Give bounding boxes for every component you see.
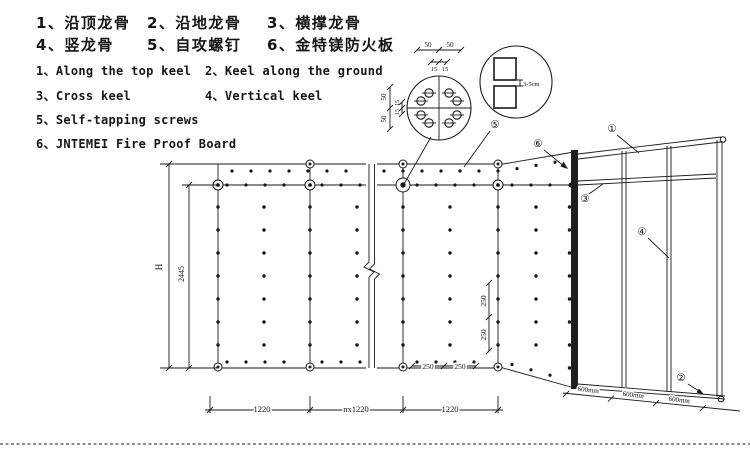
front-view-panel — [212, 152, 574, 388]
dim-height-value: 2445 — [177, 266, 186, 282]
leader-callout-4 — [647, 237, 670, 259]
board-section-lower — [493, 85, 517, 109]
cross-keel — [577, 173, 717, 186]
dim-50-left-1: 50 — [380, 93, 388, 101]
keel-intersection-markers — [212, 159, 574, 372]
dim-gap-label: 3-5cm — [523, 81, 540, 88]
panel-bottom-edge — [218, 367, 572, 388]
break-line-right — [368, 164, 381, 368]
leader-arrow-2 — [696, 388, 704, 395]
detail-screw-spacing: 50 50 15 15 50 50 15 15 — [380, 41, 472, 141]
side-view-frame: 600mm 600mm 600mm — [562, 136, 741, 412]
dim-50-top-1: 50 — [425, 41, 433, 49]
leader-detail-screws — [403, 136, 432, 185]
dim-600-2: 600mm — [622, 390, 645, 400]
dim-50-left-2: 50 — [380, 115, 388, 123]
legend-cn-item-3: 3、横撑龙骨 — [267, 14, 362, 32]
callout-ground-keel: ② — [676, 372, 686, 384]
leader-lines — [403, 130, 704, 395]
detail-cross-lines — [407, 76, 471, 140]
gap-dim-marks — [517, 79, 523, 87]
dim-15-top-1: 15 — [431, 66, 438, 73]
callout-vertical-keel: ④ — [637, 226, 647, 238]
front-view-dimensions: H 2445 1220 nx1220 1220 250 250 250 250 — [154, 46, 707, 416]
legend-cn-item-5: 5、自攻螺钉 — [147, 36, 242, 54]
dim-width-2: nx1220 — [343, 404, 369, 414]
dim-height-label: H — [154, 263, 164, 270]
dim-250-v2: 250 — [479, 329, 488, 341]
dim-width-1: 1220 — [254, 404, 271, 414]
legend-en-item-1: 1、Along the top keel — [36, 64, 192, 78]
dim-250-h1: 250 — [422, 362, 434, 371]
legend-en-item-5: 5、Self-tapping screws — [36, 113, 199, 127]
legend-cn-item-1: 1、沿顶龙骨 — [36, 14, 131, 32]
leader-arrow-6 — [560, 161, 568, 169]
board-section-upper — [493, 57, 517, 81]
middle-vertical-keels — [621, 146, 672, 392]
ground-keel — [577, 383, 726, 400]
dim-bottom-extensions — [209, 396, 499, 413]
top-keel-end-cap — [719, 136, 727, 143]
legend-en-item-3: 3、Cross keel — [36, 89, 132, 103]
detail-top-dim-lines — [417, 49, 461, 63]
dim-250-h2: 250 — [454, 362, 466, 371]
dim-width-3: 1220 — [442, 404, 459, 414]
legend-en-item-6: 6、JNTEMEI Fire Proof Board — [36, 137, 237, 151]
callout-screws: ⑤ — [490, 119, 500, 131]
leader-callout-5 — [463, 130, 491, 168]
dim-600-line — [562, 392, 741, 412]
legend-cn-item-6: 6、金特镁防火板 — [267, 36, 395, 54]
vertical-keel-lines — [309, 164, 499, 368]
break-line-left — [363, 164, 375, 368]
top-keel — [577, 136, 722, 160]
callout-board: ⑥ — [533, 138, 543, 150]
dim-15-left-1: 15 — [395, 100, 401, 106]
panel-top-edge — [218, 152, 572, 165]
legend-cn-item-4: 4、竖龙骨 — [36, 36, 114, 54]
right-vertical-keel — [716, 140, 723, 397]
self-tapping-screw-symbols — [414, 88, 464, 128]
callout-cross-keel: ③ — [580, 193, 590, 205]
dim-250-v1: 250 — [479, 295, 488, 307]
dim-600-1: 600mm — [577, 385, 600, 395]
detail-board-joint: 3-5cm — [479, 45, 553, 119]
detail-circle — [479, 45, 553, 119]
callout-labels: ① ② ③ ④ ⑤ ⑥ — [490, 119, 686, 384]
leader-callout-3 — [588, 183, 604, 195]
detail-left-dim-lines — [389, 87, 403, 129]
dim-50-top-2: 50 — [447, 41, 455, 49]
legend-cn-item-2: 2、沿地龙骨 — [147, 14, 242, 32]
dim-15-top-2: 15 — [442, 66, 449, 73]
legend-en-item-4: 4、Vertical keel — [205, 89, 323, 103]
callout-top-keel: ① — [607, 123, 617, 135]
screw-dots — [216, 160, 572, 377]
leader-callout-1 — [616, 134, 640, 154]
dim-15-left-2: 15 — [395, 109, 401, 115]
leader-callout-6 — [543, 149, 566, 168]
legend-en-item-2: 2、Keel along the ground — [205, 64, 383, 78]
